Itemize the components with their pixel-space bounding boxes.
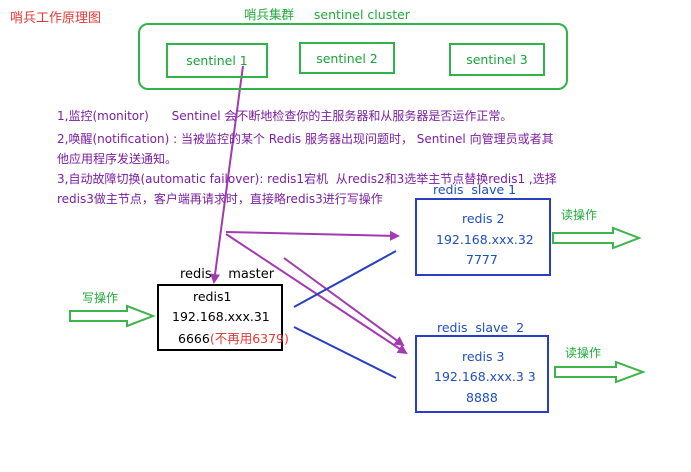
replication-line-slave1 xyxy=(293,250,397,308)
slave2-label: redis slave 2 xyxy=(437,320,525,335)
master-label: redis master xyxy=(180,267,275,282)
slave1-port: 7777 xyxy=(466,252,498,267)
read-operation-label-2: 读操作 xyxy=(565,346,602,360)
diagram-title: 哨兵工作原理图 xyxy=(10,11,102,26)
read-arrow-2 xyxy=(554,360,646,384)
sentinel-1-node: sentinel 1 xyxy=(166,43,268,78)
sentinel-3-node: sentinel 3 xyxy=(449,43,545,76)
read-arrow-1 xyxy=(552,226,642,250)
sentinel-2-label: sentinel 2 xyxy=(316,50,378,66)
slave2-name: redis 3 xyxy=(462,349,505,364)
master-port: 6666 xyxy=(178,331,210,346)
description-line-1: 1,监控(monitor) Sentinel 会不断地检查你的主服务器和从服务器… xyxy=(57,109,513,123)
slave1-label: redis slave 1 xyxy=(433,182,517,197)
description-line-5: redis3做主节点，客户端再请求时，直接略redis3进行写操作 xyxy=(57,192,383,206)
sentinel-to-master-arrow xyxy=(210,65,244,284)
master-port-row: 6666(不再用6379) xyxy=(178,331,289,346)
master-to-slave2-arrow xyxy=(225,233,408,355)
slave2-port: 8888 xyxy=(466,390,498,405)
master-ip: 192.168.xxx.31 xyxy=(172,309,270,324)
read-operation-label-1: 读操作 xyxy=(561,208,598,222)
description-line-2: 2,唤醒(notification) : 当被监控的某个 Redis 服务器出现… xyxy=(57,132,554,146)
slave2-ip: 192.168.xxx.3 3 xyxy=(434,369,536,384)
write-operation-label: 写操作 xyxy=(82,291,119,305)
sentinel-3-label: sentinel 3 xyxy=(466,52,528,67)
sentinel-1-label: sentinel 1 xyxy=(186,53,248,68)
write-arrow xyxy=(69,304,156,328)
sentinel-cluster-box xyxy=(138,23,568,90)
sentinel-2-node: sentinel 2 xyxy=(299,42,395,74)
replication-line-slave2 xyxy=(293,326,397,379)
slave2-node xyxy=(415,335,549,413)
slave1-ip: 192.168.xxx.32 xyxy=(436,232,534,247)
master-node xyxy=(157,284,283,351)
cluster-label: 哨兵集群 sentinel cluster xyxy=(244,7,410,22)
slave1-node xyxy=(415,198,551,276)
master-to-slave2-arrow-b xyxy=(283,257,405,347)
description-line-4: 3,自动故障切换(automatic failover): redis1宕机 从… xyxy=(57,172,557,186)
slave1-name: redis 2 xyxy=(462,211,505,226)
master-name: redis1 xyxy=(193,289,232,304)
description-line-3: 他应用程序发送通知。 xyxy=(57,152,178,166)
master-to-slave1-arrow xyxy=(225,230,400,241)
master-port-note: (不再用6379) xyxy=(209,331,289,346)
